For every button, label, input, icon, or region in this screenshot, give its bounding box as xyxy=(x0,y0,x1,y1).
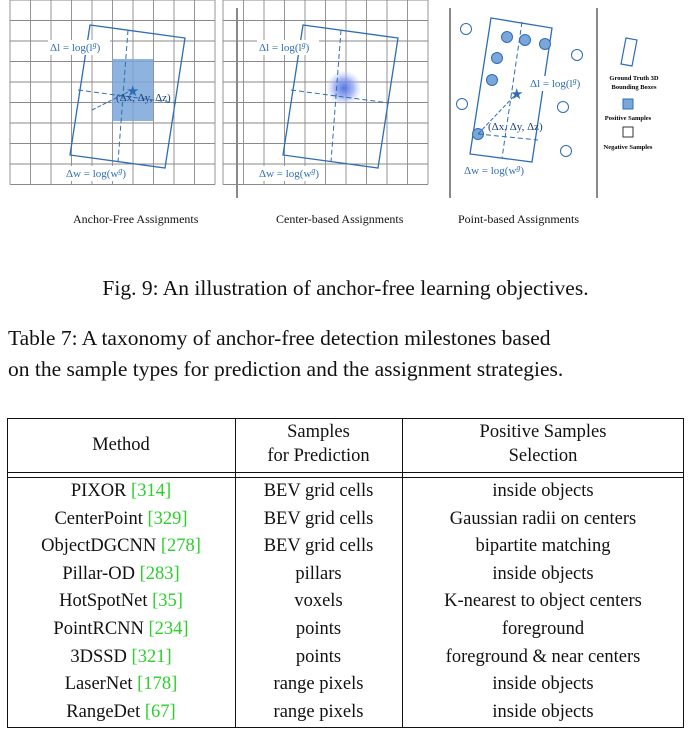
samples-cell: BEV grid cells xyxy=(263,481,374,501)
table-caption-line-2: on the sample types for prediction and t… xyxy=(8,357,564,381)
legend: Ground Truth 3D Bounding Boxes Positive … xyxy=(604,37,659,151)
panel-label-center-based: Center-based Assignments xyxy=(276,212,404,226)
gt-bounding-box xyxy=(69,24,186,169)
panel-label-point-based: Point-based Assignments xyxy=(458,212,580,226)
gaussian-heatmap xyxy=(327,71,361,105)
figure-9: ★ Δl = log(lg) Δw = log(wg) (Δx, Δy, Δz)… xyxy=(0,0,691,240)
method-cell: CenterPoint [329] xyxy=(7,506,235,534)
delta-l-label: Δl = log(lg) xyxy=(50,40,101,54)
length-axis xyxy=(117,29,129,163)
panel-center-based: Δl = log(lg) Δw = log(wg) xyxy=(222,0,429,185)
citation-link[interactable]: [234] xyxy=(148,619,189,639)
delta-l-label: Δl = log(lg) xyxy=(259,40,310,54)
method-cell: HotSpotNet [35] xyxy=(7,588,235,616)
figure-caption: Fig. 9: An illustration of anchor-free l… xyxy=(102,276,589,300)
gt-bounding-box xyxy=(282,24,399,169)
method-cell: PIXOR [314] xyxy=(7,478,235,506)
method-name: CenterPoint xyxy=(54,508,143,529)
panel-anchor-free: ★ Δl = log(lg) Δw = log(wg) (Δx, Δy, Δz) xyxy=(9,0,216,185)
method-cell: Pillar-OD [283] xyxy=(7,561,235,589)
legend-negative-icon xyxy=(622,126,634,138)
panel-point-based: ★ (Δx, Δy, Δz) Δl = log(lg) Δw = log(wg) xyxy=(456,17,590,178)
citation-link[interactable]: [35] xyxy=(152,591,183,612)
citation-link[interactable]: [329] xyxy=(147,508,188,529)
taxonomy-table: Method Samples for Prediction Positive S… xyxy=(7,418,684,728)
positive-cells xyxy=(112,59,153,121)
method-name: RangeDet xyxy=(66,701,141,722)
legend-positive-label: Positive Samples xyxy=(605,115,652,122)
selection-cell: inside objects xyxy=(492,563,594,584)
method-cell: ObjectDGCNN [278] xyxy=(7,533,235,561)
method-name: ObjectDGCNN xyxy=(41,536,157,557)
delta-xyz-label: (Δx, Δy, Δz) xyxy=(116,92,171,104)
selection-cell: inside objects xyxy=(492,674,594,695)
delta-w-label: Δw = log(wg) xyxy=(259,166,319,180)
positive-points xyxy=(472,31,551,140)
selection-cell: K-nearest to object centers xyxy=(444,591,642,612)
legend-positive-icon xyxy=(622,98,634,110)
length-axis xyxy=(501,21,523,159)
delta-w-label: Δw = log(wg) xyxy=(464,163,524,177)
method-cell: LaserNet [178] xyxy=(7,671,235,699)
method-name: HotSpotNet xyxy=(59,591,148,612)
selection-cell: bipartite matching xyxy=(475,536,611,557)
method-name: PointRCNN xyxy=(53,619,144,639)
length-axis xyxy=(330,29,342,163)
legend-box-icon xyxy=(620,37,638,67)
method-name: LaserNet xyxy=(64,674,133,695)
selection-cell: inside objects xyxy=(492,481,594,501)
citation-link[interactable]: [314] xyxy=(131,481,172,501)
samples-cell: BEV grid cells xyxy=(263,536,374,557)
method-name: Pillar-OD xyxy=(62,563,135,584)
selection-cell: foreground xyxy=(501,619,585,639)
header-method: Method xyxy=(92,435,150,455)
method-cell: RangeDet [67] xyxy=(7,699,235,727)
samples-cell: points xyxy=(295,646,342,667)
citation-link[interactable]: [178] xyxy=(137,674,178,695)
offset-vector xyxy=(477,92,518,135)
width-axis xyxy=(290,89,390,104)
method-name: 3DSSD xyxy=(70,646,127,667)
width-axis xyxy=(77,89,177,104)
header-samples: Samples for Prediction xyxy=(267,422,370,466)
table-caption: Table 7: A taxonomy of anchor-free detec… xyxy=(8,323,688,385)
selection-cell: inside objects xyxy=(492,701,594,722)
center-star-icon: ★ xyxy=(126,84,139,100)
samples-cell: BEV grid cells xyxy=(263,508,374,529)
legend-negative-label: Negative Samples xyxy=(604,144,653,151)
table-caption-line-1: Table 7: A taxonomy of anchor-free detec… xyxy=(8,326,551,350)
selection-cell: foreground & near centers xyxy=(445,646,641,667)
gt-bounding-box xyxy=(469,17,553,163)
center-star-icon: ★ xyxy=(510,87,523,103)
header-selection: Positive Samples Selection xyxy=(479,422,607,466)
method-cell: 3DSSD [321] xyxy=(7,644,235,672)
citation-link[interactable]: [67] xyxy=(144,701,176,722)
delta-xyz-label: (Δx, Δy, Δz) xyxy=(488,121,543,133)
legend-gt-label: Ground Truth 3D xyxy=(609,75,658,82)
samples-cell: pillars xyxy=(295,563,342,584)
samples-cell: points xyxy=(295,619,342,639)
method-cell: PointRCNN [234] xyxy=(7,616,235,644)
figure-illustration: ★ Δl = log(lg) Δw = log(wg) (Δx, Δy, Δz)… xyxy=(9,0,659,198)
samples-cell: range pixels xyxy=(273,674,364,695)
samples-cell: range pixels xyxy=(273,701,364,722)
width-axis xyxy=(477,133,539,141)
samples-cell: voxels xyxy=(294,591,343,612)
method-name: PIXOR xyxy=(70,481,127,501)
legend-gt-label-2: Bounding Boxes xyxy=(612,84,657,91)
offset-vector xyxy=(91,91,129,111)
delta-w-label: Δw = log(wg) xyxy=(66,166,126,180)
citation-link[interactable]: [283] xyxy=(139,563,180,584)
citation-link[interactable]: [278] xyxy=(160,536,201,557)
delta-l-label: Δl = log(lg) xyxy=(530,76,581,90)
selection-cell: Gaussian radii on centers xyxy=(449,508,637,529)
citation-link[interactable]: [321] xyxy=(131,646,172,667)
panel-label-anchor-free: Anchor-Free Assignments xyxy=(73,212,199,226)
